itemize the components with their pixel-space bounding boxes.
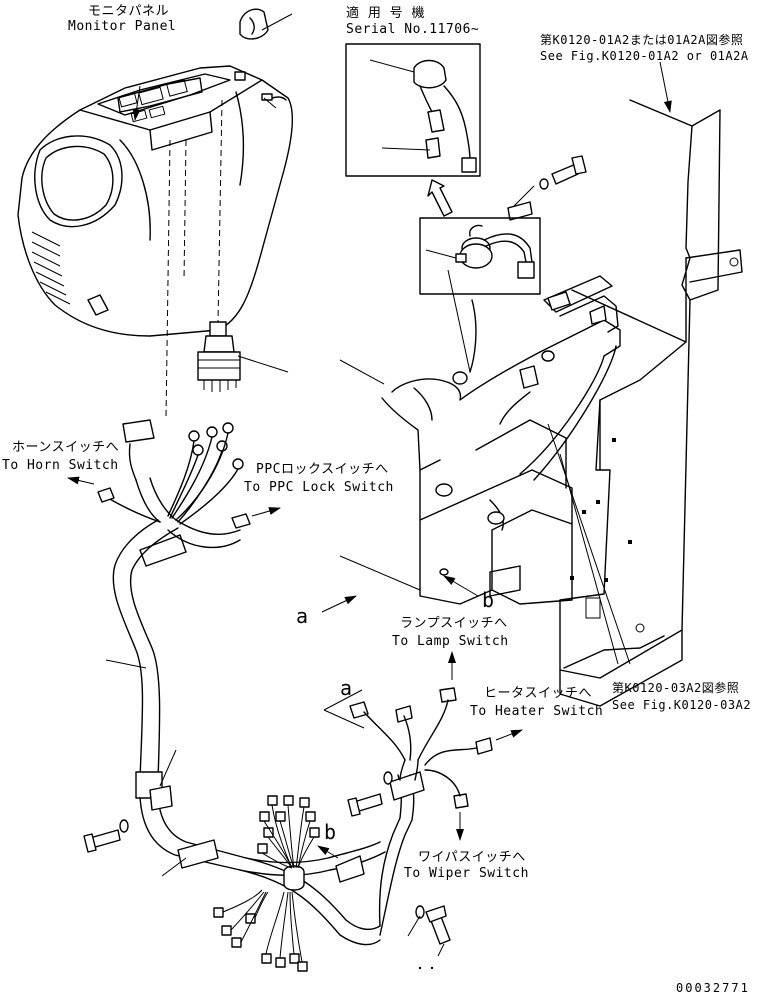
- leader-line: [339, 359, 385, 385]
- leader-line: [437, 943, 445, 957]
- callout-a-harness: a: [340, 676, 353, 700]
- serial-label-en: Serial No.11706~: [346, 22, 480, 37]
- arrow-b-frame: [443, 575, 479, 597]
- leader-line: [161, 857, 187, 877]
- bolt-washer-set: [347, 771, 393, 817]
- horn-label-jp: ホーンスイッチへ: [12, 440, 120, 455]
- callout-a-frame: a: [296, 604, 309, 628]
- harness-clip: [389, 771, 425, 801]
- cap-part-top: [239, 8, 269, 40]
- dashed-leader: [165, 139, 171, 419]
- leader-line: [105, 659, 147, 669]
- leader-line: [381, 147, 431, 151]
- ref-top-label-jp: 第K0120-01A2または01A2A図参照: [540, 33, 744, 47]
- monitor-panel-illustration: [17, 65, 293, 337]
- callout-b-harness: b: [324, 820, 337, 844]
- leader-line: [447, 269, 471, 373]
- hollow-arrow: [427, 179, 453, 217]
- leader-line: [323, 689, 363, 711]
- arrow-a-frame: [321, 595, 357, 613]
- leader-line: [323, 709, 365, 729]
- ref-top-label-en: See Fig.K0120-01A2 or 01A2A: [540, 49, 749, 63]
- lamp-label-en: To Lamp Switch: [392, 634, 509, 649]
- serial-inset-box: [345, 43, 481, 177]
- callout-b-frame: b: [482, 588, 495, 612]
- ref-right-label-en: See Fig.K0120-03A2: [612, 698, 752, 712]
- arrow-b-harness: [317, 845, 339, 859]
- harness-clip: [335, 855, 365, 883]
- switch-inset-part: [455, 224, 535, 279]
- leader-line: [425, 249, 457, 259]
- leader-line: [261, 13, 293, 31]
- leader-line: [159, 749, 177, 787]
- leader-line: [263, 97, 277, 109]
- leader-line: [369, 59, 415, 73]
- ppc-label-en: To PPC Lock Switch: [244, 480, 394, 495]
- leader-line: [547, 423, 631, 665]
- serial-label-jp: 適 用 号 機: [346, 6, 425, 21]
- leader-line: [559, 453, 619, 665]
- arrow-horn: [67, 476, 95, 485]
- ppc-lock-switch-illustration: [197, 321, 241, 392]
- leader-line: [339, 555, 421, 591]
- harness-clip: [149, 785, 173, 811]
- bolt-washer-set: [83, 819, 129, 853]
- arrow-heater: [495, 729, 523, 741]
- ring-terminals: [167, 422, 244, 525]
- ref-right-label-jp: 第K0120-03A2図参照: [612, 681, 740, 695]
- lamp-label-jp: ランプスイッチへ: [400, 616, 508, 631]
- leader-line: [407, 915, 421, 937]
- arrow-monitor-panel: [132, 85, 141, 121]
- heater-label-jp: ヒータスイッチへ: [484, 686, 593, 701]
- connector-plugs: [97, 487, 493, 809]
- monitor-connector: [122, 419, 155, 481]
- arrow-ref-top: [659, 61, 672, 113]
- heater-label-en: To Heater Switch: [470, 704, 604, 719]
- wiper-label-en: To Wiper Switch: [404, 866, 529, 881]
- monitor-panel-label-jp: モニタパネル: [88, 4, 170, 19]
- arrow-ppc: [251, 507, 281, 517]
- leader-line: [513, 185, 535, 207]
- serial-inset-part: [413, 59, 477, 173]
- main-harness: [107, 477, 415, 946]
- upper-branch-wires: [363, 699, 477, 797]
- horn-label-en: To Horn Switch: [2, 458, 119, 473]
- mounting-bracket: [507, 201, 533, 221]
- leader-line: [237, 355, 289, 373]
- dot: [418, 966, 422, 970]
- dot: [430, 966, 434, 970]
- drawing-number: 00032771: [676, 981, 750, 995]
- wiper-label-jp: ワイパスイッチへ: [418, 850, 526, 865]
- ppc-label-jp: PPCロックスイッチへ: [256, 462, 389, 477]
- monitor-panel-label-en: Monitor Panel: [68, 19, 177, 34]
- bolt-washer-set: [539, 155, 587, 190]
- dashed-leader: [183, 139, 187, 281]
- dashed-leader: [217, 99, 223, 323]
- console-bracket-frame: [381, 99, 743, 707]
- lower-connector-bundle: [213, 795, 320, 972]
- switch-inset-box: [419, 217, 541, 295]
- bolt-washer-set: [415, 905, 451, 945]
